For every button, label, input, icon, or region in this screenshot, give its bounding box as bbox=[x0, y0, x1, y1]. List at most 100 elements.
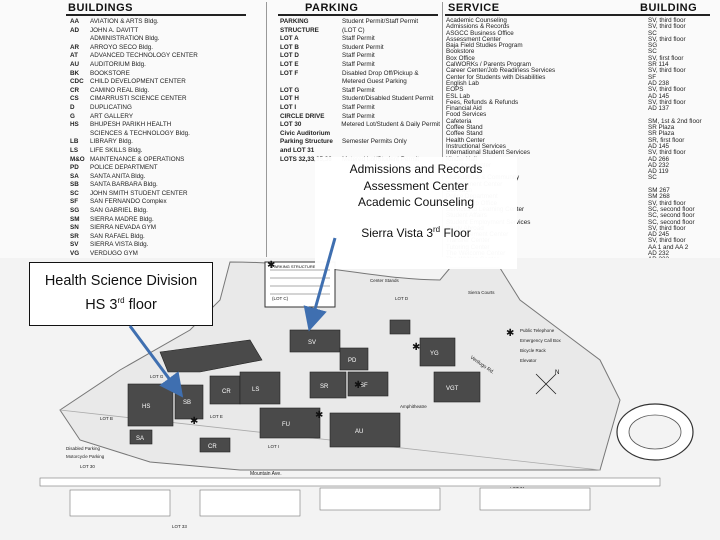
parking-row: and LOT 31 bbox=[280, 147, 440, 156]
buildings-name: SIERRA VISTA Bldg. bbox=[90, 241, 149, 249]
services-loc: SR, first floor bbox=[648, 136, 685, 144]
service-header: SERVICE bbox=[448, 2, 500, 14]
services-loc: SV, third floor bbox=[648, 35, 686, 43]
map-building-label-ls: LS bbox=[252, 387, 259, 393]
building-sf-shape bbox=[347, 371, 389, 397]
map-label-elevator: Elevator bbox=[520, 358, 537, 363]
buildings-name: AUDITORIUM Bldg. bbox=[90, 60, 146, 68]
map-building-label-fu: FU bbox=[282, 422, 290, 428]
parking-name: Staff Permit bbox=[342, 35, 375, 43]
buildings-name: ART GALLERY bbox=[90, 112, 134, 120]
services-loc: SV, third floor bbox=[648, 86, 686, 94]
buildings-name: SANTA BARBARA Bldg. bbox=[90, 181, 158, 189]
parking-row: LOT A Staff Permit bbox=[280, 35, 440, 44]
buildings-code: SV bbox=[70, 241, 79, 249]
services-name: CalWORKs / Parents Program bbox=[446, 61, 532, 69]
map-label-lot-d: LOT D bbox=[395, 296, 409, 301]
admissions-callout: Admissions and Records Assessment Center… bbox=[315, 157, 517, 269]
buildings-row: LB LIBRARY Bldg. bbox=[70, 138, 250, 147]
services-loc: SC, second floor bbox=[648, 212, 695, 220]
services-loc: AD 145 bbox=[648, 92, 670, 100]
map-building-label-vgt: VGT bbox=[446, 386, 459, 392]
buildings-name: CIMARRUSTI SCIENCE CENTER bbox=[90, 95, 187, 103]
building-cr2-shape bbox=[199, 437, 231, 453]
parking-code: LOT F bbox=[280, 69, 299, 77]
parking-code: LOT A bbox=[280, 35, 299, 43]
map-label-motorcycle-parking: Motorcycle Parking bbox=[66, 454, 105, 459]
buildings-code: SF bbox=[70, 198, 79, 206]
map-building-label-hs: HS bbox=[142, 404, 150, 410]
services-name: International Student Services bbox=[446, 149, 531, 157]
parking-code: LOT 30 bbox=[280, 121, 302, 129]
parking-code: LOT G bbox=[280, 86, 300, 94]
buildings-rule bbox=[66, 14, 246, 16]
parking-row: Civic Auditorium bbox=[280, 130, 440, 139]
parking-name: Staff Permit bbox=[342, 112, 375, 120]
building-vgt-shape bbox=[433, 371, 481, 403]
parking-code: LOT I bbox=[280, 103, 297, 111]
buildings-row: SCIENCES & TECHNOLOGY Bldg. bbox=[70, 130, 250, 139]
building-au-shape bbox=[329, 412, 401, 448]
buildings-code: SN bbox=[70, 224, 79, 232]
services-loc: SR 114 bbox=[648, 61, 669, 69]
services-name: Instructional Services bbox=[446, 142, 506, 150]
services-loc: SV, third floor bbox=[648, 237, 686, 245]
sierra-vista-sup: rd bbox=[433, 224, 441, 234]
services-loc: AD 137 bbox=[648, 105, 670, 113]
map-label-lot-c: (LOT C) bbox=[272, 296, 289, 301]
buildings-code: LB bbox=[70, 138, 79, 146]
services-row: Fees, Refunds & Refunds SV, third floor bbox=[446, 98, 712, 106]
map-building-label-sr: SR bbox=[320, 384, 329, 390]
buildings-name: CAMINO REAL Bldg. bbox=[90, 86, 150, 94]
buildings-code: AD bbox=[70, 26, 80, 34]
services-loc: SC, second floor bbox=[648, 205, 695, 213]
services-loc: SV, third floor bbox=[648, 67, 686, 75]
legend-divider-2 bbox=[442, 2, 443, 257]
sierra-vista-prefix: Sierra Vista 3 bbox=[361, 225, 433, 240]
buildings-name: ARROYO SECO Bldg. bbox=[90, 43, 153, 51]
services-name: Financial Aid bbox=[446, 105, 482, 113]
map-label-center-stands: Center Stands bbox=[370, 278, 400, 283]
lot-35-shape bbox=[199, 489, 301, 517]
services-loc: SG bbox=[648, 42, 658, 50]
emergency-call-box-icon: ✱ bbox=[267, 260, 275, 271]
buildings-code: CDC bbox=[70, 78, 84, 86]
hs-floor-suffix: floor bbox=[124, 297, 157, 313]
services-loc: SV, third floor bbox=[648, 98, 686, 106]
buildings-row: G ART GALLERY bbox=[70, 113, 250, 122]
services-name: Cafeteria bbox=[446, 117, 472, 125]
services-name: Admissions & Records bbox=[446, 23, 510, 31]
buildings-code: G bbox=[70, 112, 75, 120]
stadium-field-shape bbox=[628, 414, 682, 450]
services-name: Fees, Refunds & Refunds bbox=[446, 98, 519, 106]
building-sn-shape bbox=[389, 319, 411, 335]
parking-code: CIRCLE DRIVE bbox=[280, 112, 325, 120]
parking-row: STRUCTURE(LOT C) bbox=[280, 27, 440, 36]
buildings-name: LIBRARY Bldg. bbox=[90, 138, 133, 146]
services-loc: AD 232 bbox=[648, 249, 670, 257]
services-loc: AD 119 bbox=[648, 168, 669, 176]
service-rule bbox=[445, 14, 710, 16]
services-name: Academic Counseling bbox=[446, 17, 507, 24]
services-name: Center for Students with Disabilities bbox=[446, 73, 546, 81]
buildings-name: POLICE DEPARTMENT bbox=[90, 164, 158, 172]
buildings-name: SCIENCES & TECHNOLOGY Bldg. bbox=[90, 129, 190, 137]
map-label-lot-e: LOT E bbox=[210, 414, 223, 419]
